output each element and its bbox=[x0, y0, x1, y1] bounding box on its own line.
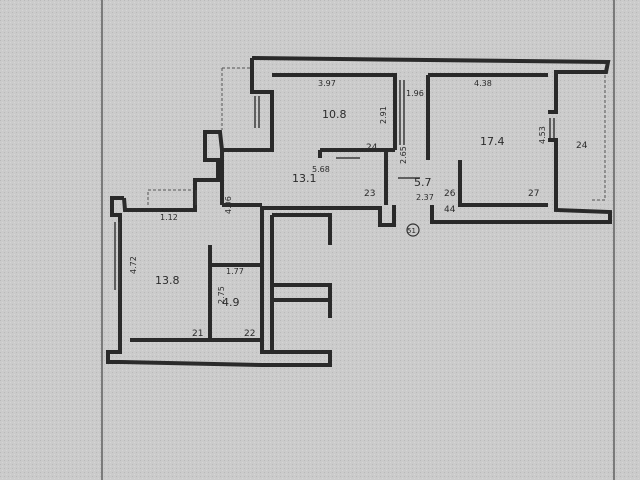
balcony-outline-top-left bbox=[221, 67, 250, 130]
dimension-397: 3.97 bbox=[318, 79, 336, 88]
porch-outline-left bbox=[147, 189, 196, 205]
dimension-196: 1.96 bbox=[406, 89, 424, 98]
dimension-177: 1.77 bbox=[226, 267, 244, 276]
mark-22: 22 bbox=[244, 329, 255, 339]
marker-circle-number: 51 bbox=[407, 227, 416, 235]
area-room-small: 4.9 bbox=[222, 296, 240, 309]
dimension-472: 4.72 bbox=[129, 256, 138, 274]
dimension-568: 5.68 bbox=[312, 165, 330, 174]
dimension-275: 2.75 bbox=[217, 286, 226, 304]
interior-wall-corridor bbox=[220, 150, 388, 207]
area-room-top-center: 10.8 bbox=[322, 108, 347, 121]
mark-24-right: 24 bbox=[576, 141, 588, 151]
door-swing-marks bbox=[195, 157, 420, 205]
section-marker-circle bbox=[406, 223, 420, 237]
interior-wall-left-rooms bbox=[130, 245, 262, 342]
area-hall: 5.7 bbox=[414, 176, 432, 189]
mark-23: 23 bbox=[364, 189, 375, 199]
area-corridor: 13.1 bbox=[292, 172, 317, 185]
mark-26: 26 bbox=[444, 189, 456, 199]
outer-wall bbox=[106, 56, 612, 367]
dimension-112: 1.12 bbox=[160, 213, 178, 222]
area-room-top-right: 17.4 bbox=[480, 135, 505, 148]
mark-21: 21 bbox=[192, 329, 203, 339]
balcony-outline-right bbox=[568, 71, 606, 201]
area-room-left: 13.8 bbox=[155, 274, 180, 287]
interior-wall-right-room bbox=[426, 73, 548, 207]
dimension-438: 4.38 bbox=[474, 79, 492, 88]
mark-27: 27 bbox=[528, 189, 539, 199]
interior-wall-closets bbox=[270, 213, 332, 352]
interior-wall-top-room bbox=[272, 73, 397, 158]
mark-24-top: 24 bbox=[366, 143, 378, 153]
dimension-453: 4.53 bbox=[538, 126, 547, 144]
window-marks bbox=[114, 80, 555, 290]
dimension-291: 2.91 bbox=[379, 106, 388, 124]
mark-44: 44 bbox=[444, 205, 456, 215]
dimension-406: 4.06 bbox=[224, 196, 233, 214]
dimension-265: 2.65 bbox=[399, 146, 408, 164]
dimension-237: 2.37 bbox=[416, 193, 434, 202]
